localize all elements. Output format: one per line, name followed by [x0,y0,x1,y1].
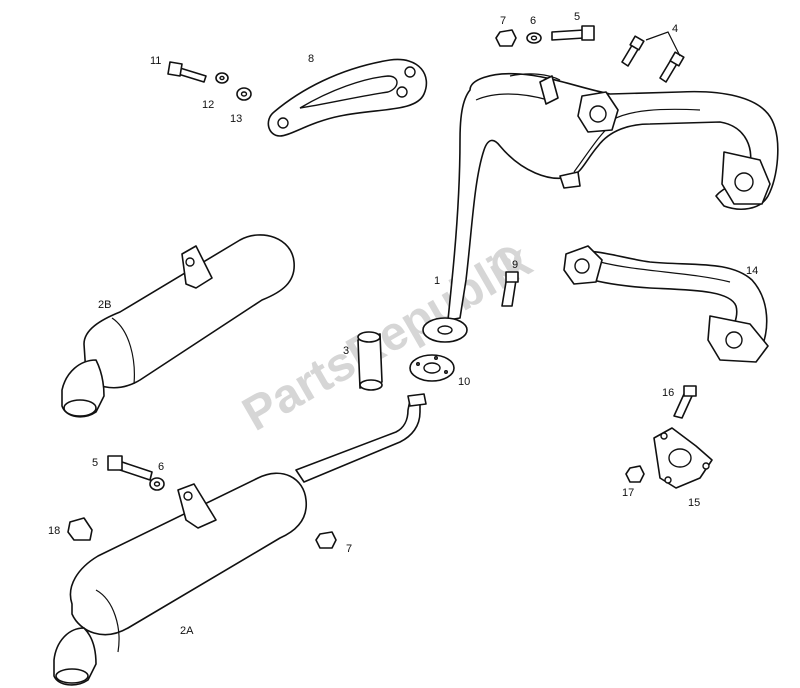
label-1: 1 [434,275,440,287]
label-16: 16 [662,387,674,399]
part-6-washer-lower [149,477,165,491]
part-5-bolt-top [551,25,595,41]
label-7-lower: 7 [346,543,352,555]
part-8-bracket [267,58,428,137]
label-8: 8 [308,53,314,65]
part-6-washer-top [526,32,542,44]
part-3-sleeve [357,331,383,391]
label-7-top: 7 [500,15,506,27]
label-6-top: 6 [530,15,536,27]
part-2b-silencer [61,234,295,418]
label-6-lower: 6 [158,461,164,473]
label-11: 11 [150,55,161,67]
part-1-header-pipe [422,72,779,343]
label-4: 4 [672,23,678,35]
part-17-nut [625,465,645,483]
part-11-screw [167,61,207,83]
label-5-lower: 5 [92,457,98,469]
label-15: 15 [688,497,700,509]
part-7-nut-top [495,29,517,47]
part-18-plug [67,517,93,541]
part-13-washer [236,87,252,101]
part-16-bolt [673,385,697,419]
label-2a: 2A [180,625,194,637]
part-7-nut-lower [315,531,337,549]
part-9-bolt [501,271,519,307]
part-12-washer [215,72,229,84]
label-17: 17 [622,487,634,499]
label-12: 12 [202,99,214,111]
label-9: 9 [512,259,518,271]
part-2a-silencer [53,393,427,686]
part-15-flange [653,427,713,489]
label-5-top: 5 [574,11,580,23]
part-14-header-pipe [563,245,769,363]
part-4-bolts [621,31,685,83]
part-5-bolt-lower [107,455,153,481]
label-18: 18 [48,525,60,537]
label-14: 14 [746,265,758,277]
part-10-gasket [409,354,455,382]
label-2b: 2B [98,299,111,311]
label-3: 3 [343,345,349,357]
label-13: 13 [230,113,242,125]
label-10: 10 [458,376,470,388]
